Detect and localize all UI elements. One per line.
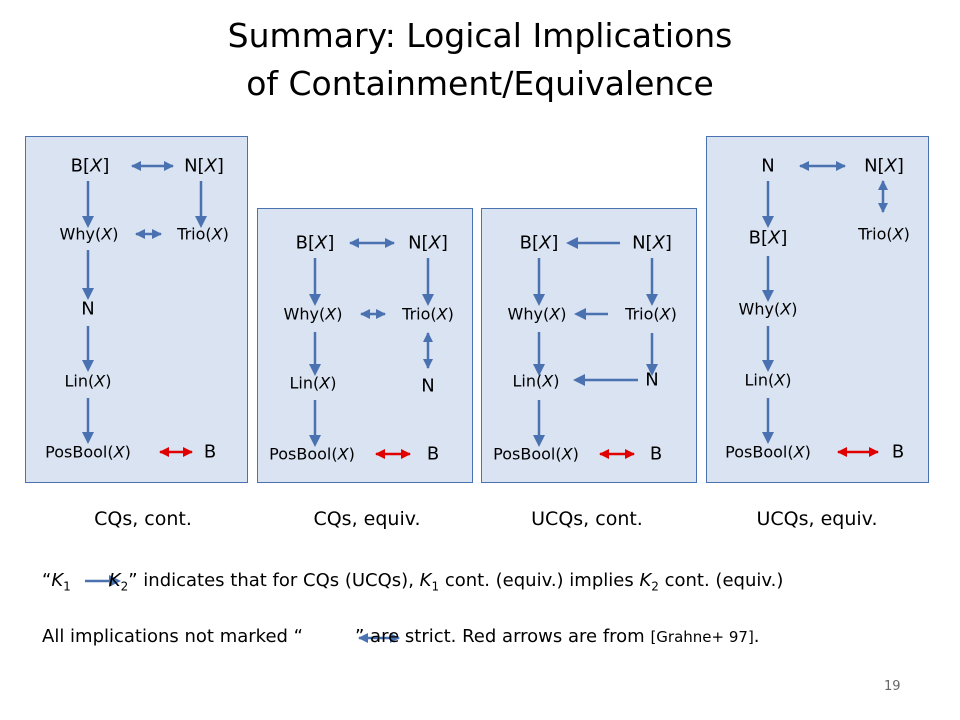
p3-arrowhead-nx-bx: [566, 237, 578, 249]
panel-cqs-cont: [25, 136, 248, 483]
p2-node-trio: Trio(X): [402, 304, 454, 324]
caption-ucqs-equiv: UCQs, equiv.: [756, 508, 878, 530]
slide-title-line-1: Summary: Logical Implications: [227, 16, 733, 55]
p1-node-b: B: [203, 441, 217, 463]
p4-arrowhead-n-bx: [762, 216, 774, 228]
p2-node-n-x: N[X]: [408, 232, 448, 254]
caption-cqs-cont: CQs, cont.: [94, 508, 192, 530]
p4-node-lin: Lin(X): [744, 370, 792, 390]
p1-arrowhead-n-lin: [82, 360, 94, 372]
p1-node-n: N: [81, 298, 95, 320]
slide-title-line-2: of Containment/Equivalence: [246, 64, 714, 103]
p1-arrowhead-bx-why: [82, 216, 94, 228]
p2-arrowhead-nx-trio: [422, 294, 434, 306]
p1-node-why: Why(X): [59, 224, 119, 244]
p3-node-trio: Trio(X): [625, 304, 677, 324]
p2-node-b-x: B[X]: [295, 232, 335, 254]
page-number: 19: [884, 679, 901, 694]
panel-cqs-equiv: [257, 208, 473, 483]
p4-arrowhead-lin-posbool: [762, 432, 774, 444]
p4-node-trio: Trio(X): [858, 224, 910, 244]
p1-arrowhead-lin-posbool: [82, 432, 94, 444]
p3-node-n: N: [645, 369, 659, 391]
p4-node-b-x: B[X]: [748, 227, 788, 249]
p4-arrowhead-why-lin: [762, 360, 774, 372]
strict-implications-note: All implications not marked “” are stric…: [42, 626, 760, 647]
caption-ucqs-cont: UCQs, cont.: [531, 508, 643, 530]
p3-arrowhead-nx-trio: [646, 294, 658, 306]
p2-node-lin: Lin(X): [289, 373, 337, 393]
p2-node-posbool: PosBool(X): [269, 444, 355, 464]
panel-ucqs-equiv: [706, 136, 929, 483]
p1-arrowhead-nx-trio: [195, 216, 207, 228]
p1-node-b-x: B[X]: [70, 155, 110, 177]
p3-node-b-x: B[X]: [519, 232, 559, 254]
p4-node-posbool: PosBool(X): [725, 442, 811, 462]
p3-arrowhead-bx-why: [533, 294, 545, 306]
p1-node-trio: Trio(X): [177, 224, 229, 244]
p1-node-posbool: PosBool(X): [45, 442, 131, 462]
p1-node-lin: Lin(X): [64, 371, 112, 391]
p3-arrowhead-trio-n: [646, 364, 658, 376]
p4-node-b: B: [891, 441, 905, 463]
p2-node-why: Why(X): [283, 304, 343, 324]
legend-implication-arrowhead: [109, 575, 121, 587]
p4-node-n: N: [761, 155, 775, 177]
p2-arrowhead-why-lin: [309, 364, 321, 376]
p2-arrowhead-lin-posbool: [309, 435, 321, 447]
p4-arrowhead-bx-why: [762, 290, 774, 302]
p3-arrowhead-n-lin: [573, 374, 585, 386]
p3-node-posbool: PosBool(X): [493, 444, 579, 464]
p1-node-n-x: N[X]: [184, 155, 224, 177]
panel-ucqs-cont: [481, 208, 697, 483]
p3-node-lin: Lin(X): [512, 371, 560, 391]
p3-arrowhead-why-lin: [533, 364, 545, 376]
caption-cqs-equiv: CQs, equiv.: [313, 508, 421, 530]
p3-arrowhead-lin-posbool: [533, 435, 545, 447]
p2-node-n: N: [421, 375, 435, 397]
p3-arrowhead-trio-why: [574, 308, 586, 320]
p3-node-n-x: N[X]: [632, 232, 672, 254]
p3-node-b: B: [649, 443, 663, 465]
p1-arrowhead-why-n: [82, 288, 94, 300]
p4-node-n-x: N[X]: [864, 155, 904, 177]
p2-node-b: B: [426, 443, 440, 465]
p3-node-why: Why(X): [507, 304, 567, 324]
p4-node-why: Why(X): [738, 299, 798, 319]
p2-arrowhead-bx-why: [309, 294, 321, 306]
